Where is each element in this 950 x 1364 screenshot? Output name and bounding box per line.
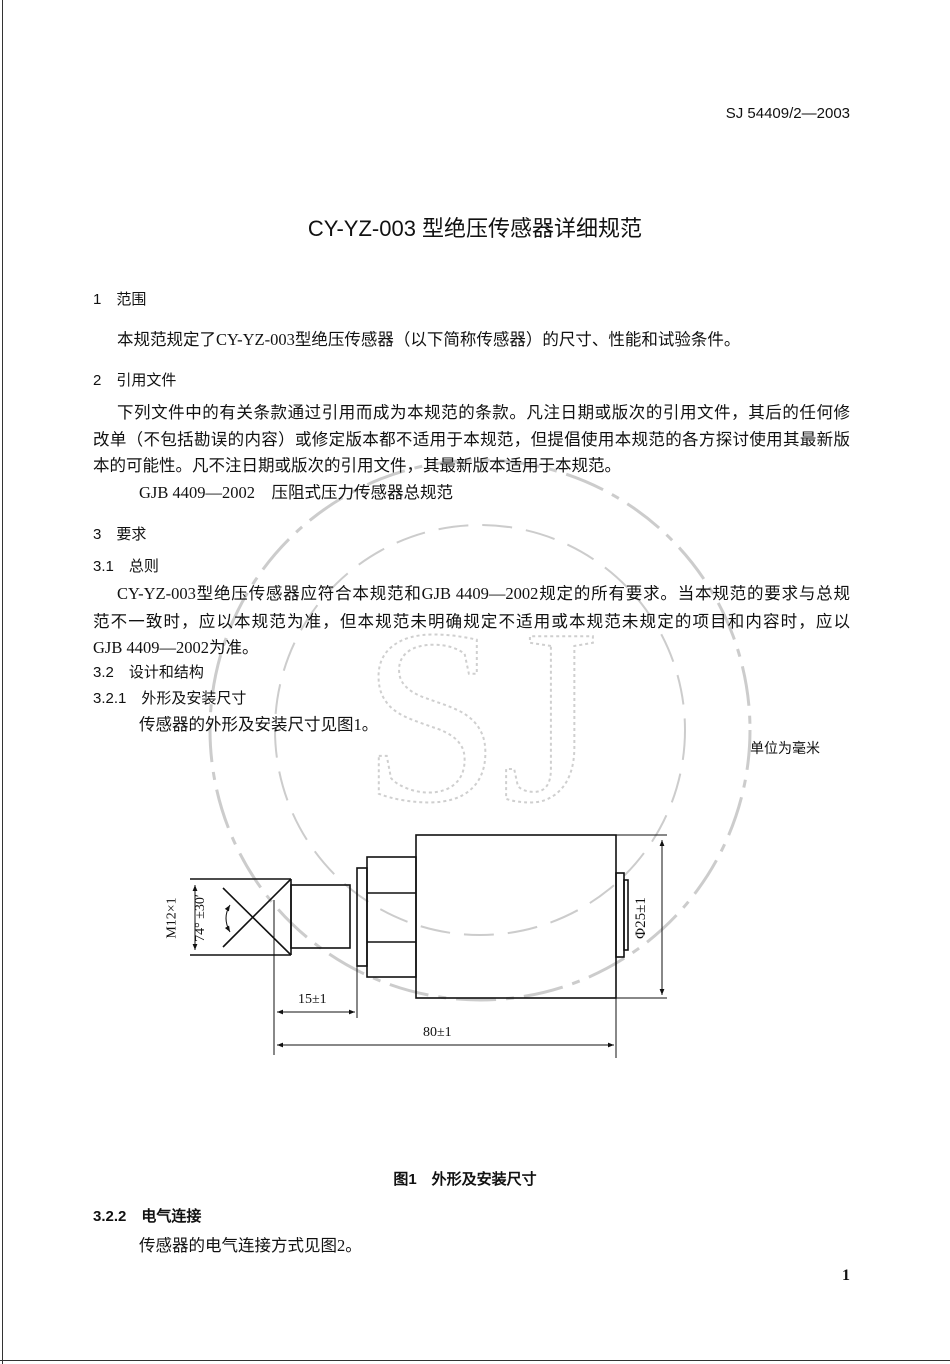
section-2-line: 本的可能性。凡不注日期或版次的引用文件，其最新版本适用于本规范。: [93, 456, 621, 475]
unit-note: 单位为毫米: [750, 742, 820, 757]
thread-label: M12×1: [164, 897, 180, 939]
section-1-heading: 1 范围: [93, 291, 147, 308]
section-3-2-1-heading: 3.2.1 外形及安装尺寸: [93, 690, 247, 707]
section-3-1-line: 范不一致时，应以本规范为准，但本规范未明确规定不适用或本规范未规定的项目和内容时…: [93, 612, 850, 631]
section-2-reference: GJB 4409—2002 压阻式压力传感器总规范: [139, 483, 453, 502]
section-3-heading: 3 要求: [93, 526, 147, 543]
page-edge-bottom: [0, 1360, 950, 1361]
section-2-line: 改单（不包括勘误的内容）或修定版本都不适用于本规范，但提倡使用本规范的各方探讨使…: [93, 430, 850, 449]
section-3-2-2-heading: 3.2.2 电气连接: [93, 1208, 202, 1225]
section-3-2-2-text: 传感器的电气连接方式见图2。: [139, 1236, 362, 1255]
svg-text:SJ: SJ: [362, 578, 598, 855]
section-2-line: 下列文件中的有关条款通过引用而成为本规范的条款。凡注日期或版次的引用文件，其后的…: [117, 403, 850, 422]
page-number: 1: [842, 1267, 850, 1284]
section-3-1-line: GJB 4409—2002为准。: [93, 638, 259, 657]
diameter-label: Φ25±1: [632, 897, 649, 939]
page-edge-left: [2, 0, 3, 1364]
length-total-label: 80±1: [423, 1025, 452, 1040]
angle-label: 74° ±30′: [192, 894, 208, 942]
section-3-2-1-text: 传感器的外形及安装尺寸见图1。: [139, 715, 379, 734]
page-title: CY-YZ-003 型绝压传感器详细规范: [307, 216, 643, 241]
section-1-text: 本规范规定了CY-YZ-003型绝压传感器（以下简称传感器）的尺寸、性能和试验条…: [117, 330, 741, 349]
section-3-1-heading: 3.1 总则: [93, 558, 159, 575]
section-3-2-heading: 3.2 设计和结构: [93, 664, 204, 681]
length-thread-label: 15±1: [298, 992, 327, 1007]
section-2-heading: 2 引用文件: [93, 372, 177, 389]
standard-number: SJ 54409/2—2003: [725, 105, 850, 122]
figure-1-caption: 图1 外形及安装尺寸: [393, 1171, 537, 1188]
section-3-1-line: CY-YZ-003型绝压传感器应符合本规范和GJB 4409—2002规定的所有…: [117, 584, 850, 603]
